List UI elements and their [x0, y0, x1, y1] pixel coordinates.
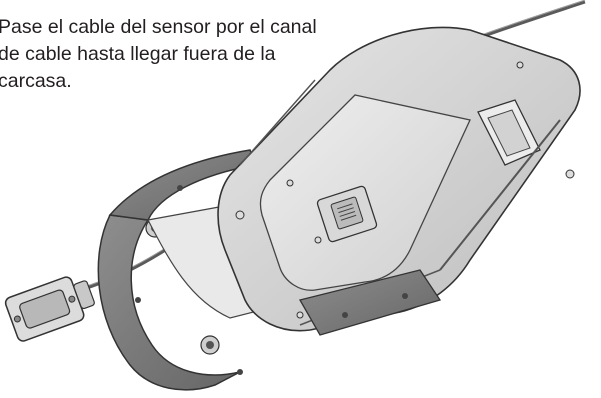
instruction-line-1: Pase el cable del sensor por el canal	[0, 16, 317, 38]
instruction-line-2: de cable hasta llegar fuera de la	[0, 43, 276, 65]
front-boot	[299, 269, 442, 336]
device-body	[217, 26, 581, 332]
instruction-line-3: carcasa.	[0, 70, 72, 92]
cable-connector	[4, 276, 95, 342]
rear-boot	[97, 149, 256, 391]
instruction-text: Pase el cable del sensor por el canal de…	[0, 14, 418, 95]
